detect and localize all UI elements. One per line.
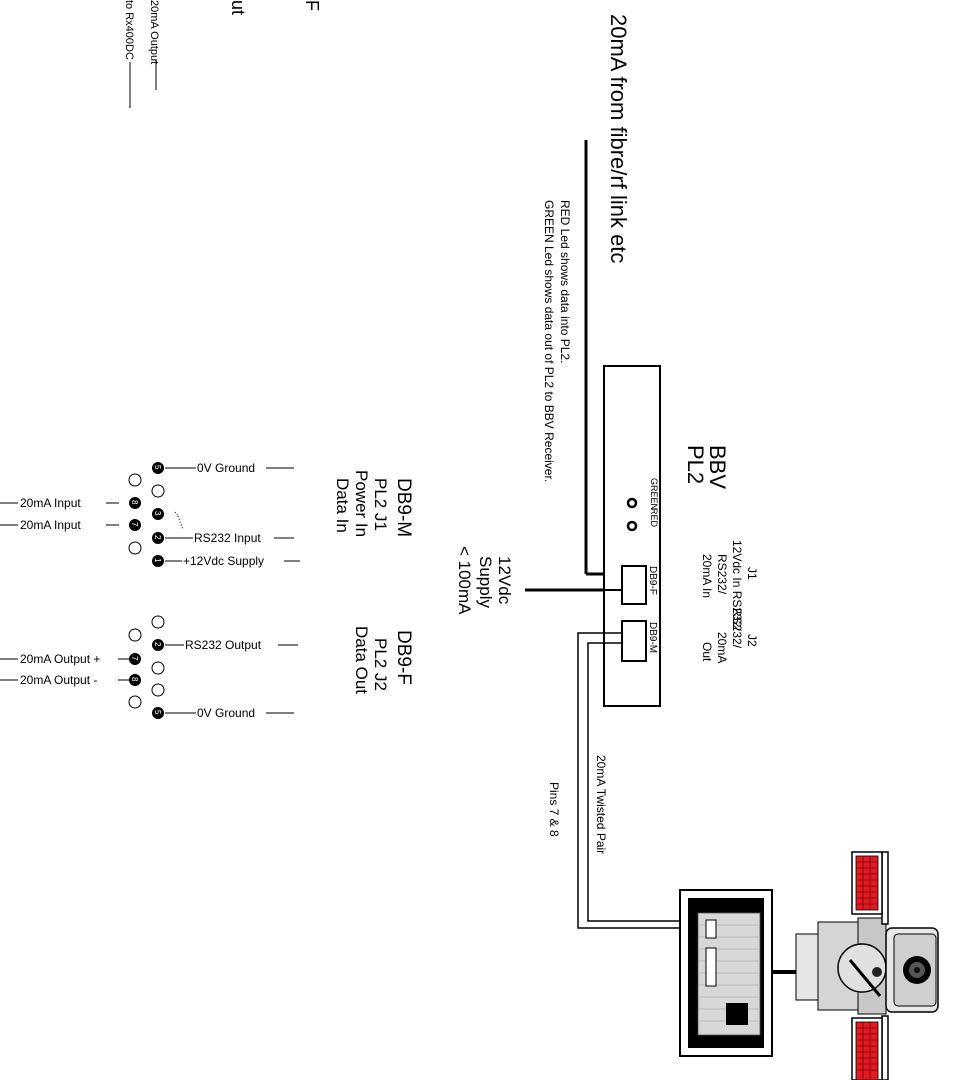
svg-text:1: 1 bbox=[153, 558, 162, 563]
svg-text:8: 8 bbox=[130, 500, 139, 505]
j2-pin8-label: 20mA Output - bbox=[20, 673, 97, 687]
edge-label-f: F bbox=[302, 0, 322, 11]
device-name-pl2: PL2 bbox=[683, 445, 708, 484]
j2-desc-line1: RS232/ bbox=[730, 608, 744, 649]
led-note-green: GREEN Led shows data out of PL2 to BBV R… bbox=[542, 200, 556, 482]
svg-text:5: 5 bbox=[153, 710, 162, 715]
green-led-icon bbox=[626, 497, 638, 509]
svg-text:2: 2 bbox=[153, 642, 162, 647]
j1-pin5-icon bbox=[152, 462, 164, 474]
main-title: 20mA from fibre/rf link etc bbox=[606, 14, 631, 263]
j2-pin1-icon bbox=[151, 615, 165, 629]
j1-pin8-icon bbox=[129, 497, 141, 509]
j2-pin9-icon bbox=[128, 695, 142, 709]
j1-pin1-icon bbox=[152, 555, 164, 567]
j2-pin6-icon bbox=[128, 628, 142, 642]
j2-pin7-icon bbox=[129, 653, 141, 665]
j1-pin1-label: +12Vdc Supply bbox=[183, 554, 264, 568]
twisted-pair-label: 20mA Twisted Pair bbox=[594, 755, 608, 854]
j1-header: J1 bbox=[745, 567, 759, 580]
j2-pin2-label: RS232 Output bbox=[185, 638, 262, 652]
j2-title-db9f: DB9-F bbox=[393, 630, 414, 685]
j1-pinout-block: DB9-M PL2 J1 Power In Data In 0V Ground … bbox=[0, 461, 414, 568]
infrared-lamp-bottom-icon bbox=[851, 1017, 883, 1080]
pan-tilt-camera-icon bbox=[795, 917, 939, 1015]
supply-current: < 100mA bbox=[455, 546, 474, 615]
j2-desc-line3: Out bbox=[700, 642, 714, 662]
edge-label-ut: ut bbox=[228, 0, 248, 15]
j2-connector bbox=[621, 620, 647, 662]
supply-label: Supply bbox=[476, 556, 495, 608]
j1-pin5-label: 0V Ground bbox=[197, 461, 255, 475]
twisted-pair-cable bbox=[577, 632, 705, 929]
j1-pin3-icon bbox=[152, 508, 164, 520]
edge-label-20ma-output: 20mA Output bbox=[148, 0, 160, 64]
svg-text:8: 8 bbox=[130, 677, 139, 682]
j1-title-db9m: DB9-M bbox=[393, 478, 414, 537]
j1-pin2-label: RS232 Input bbox=[194, 531, 261, 545]
j2-title-data-out: Data Out bbox=[352, 626, 371, 694]
svg-text:7: 7 bbox=[130, 522, 139, 527]
j2-pin5-label: 0V Ground bbox=[197, 706, 255, 720]
j1-pin8-label: 20mA Input bbox=[20, 496, 81, 510]
supply-voltage: 12Vdc bbox=[495, 556, 514, 605]
j2-pin8-icon bbox=[129, 674, 141, 686]
svg-text:5: 5 bbox=[153, 465, 162, 470]
led-red-label: RED bbox=[649, 508, 659, 528]
device-name-bbv: BBV bbox=[705, 445, 730, 489]
j1-pin9-icon bbox=[128, 473, 142, 487]
red-led-icon bbox=[626, 520, 638, 532]
infrared-lamp-top-icon bbox=[851, 851, 883, 915]
j2-pin4-icon bbox=[151, 683, 165, 697]
j1-connector bbox=[621, 565, 647, 605]
j2-pin3-icon bbox=[151, 661, 165, 675]
j2-title-pl2j2: PL2 J2 bbox=[371, 638, 390, 691]
svg-text:7: 7 bbox=[130, 656, 139, 661]
edge-label-to-rx400dc: to Rx400DC bbox=[123, 0, 135, 60]
j1-title-pl2j1: PL2 J1 bbox=[371, 478, 390, 531]
j2-connector-label: DB9-M bbox=[647, 622, 658, 653]
j2-desc-line2: 20mA bbox=[715, 632, 729, 663]
j1-pin6-icon bbox=[128, 541, 142, 555]
svg-text:3: 3 bbox=[153, 511, 162, 516]
j1-pin7-label: 20mA Input bbox=[20, 518, 81, 532]
j1-desc-line1: 12Vdc In RS232/ bbox=[730, 540, 744, 631]
j1-title-power: Power In bbox=[352, 470, 371, 537]
j2-pin2-icon bbox=[152, 639, 164, 651]
j1-connector-label: DB9-F bbox=[647, 566, 658, 595]
led-green-label: GREEN bbox=[649, 478, 659, 510]
twisted-pair-pins: Pins 7 & 8 bbox=[547, 782, 561, 837]
j1-desc-line3: 20mA In bbox=[700, 554, 714, 598]
j1-title-data: Data In bbox=[333, 478, 352, 533]
j1-pin2-icon bbox=[152, 532, 164, 544]
led-note-red: RED Led shows data into PL2. bbox=[558, 200, 572, 363]
j2-header: J2 bbox=[745, 634, 759, 647]
svg-text:2: 2 bbox=[153, 535, 162, 540]
j1-desc-line2: RS232/ bbox=[715, 554, 729, 595]
j1-pin4-icon bbox=[151, 484, 165, 498]
j2-pinout-block: DB9-F PL2 J2 Data Out RS232 Output 20mA … bbox=[0, 615, 414, 720]
j1-pin7-icon bbox=[129, 519, 141, 531]
j2-pin5-icon bbox=[152, 707, 164, 719]
j2-pin7-label: 20mA Output + bbox=[20, 652, 100, 666]
